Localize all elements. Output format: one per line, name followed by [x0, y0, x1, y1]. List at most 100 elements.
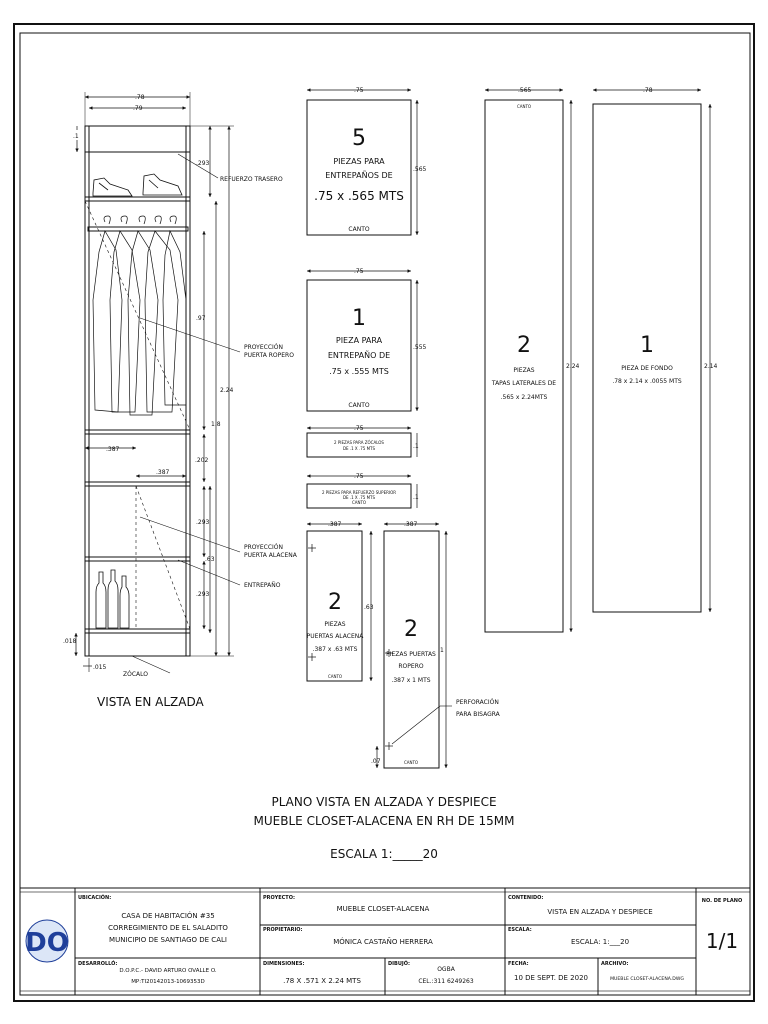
caption-scale: ESCALA 1:_____20 — [330, 847, 438, 861]
dim-hanging: .97 — [196, 315, 206, 322]
dim-top-inner: .79 — [133, 105, 143, 112]
door-ropero-line2: ROPERO — [398, 663, 423, 670]
label-perforacion-1: PERFORACIÓN — [456, 699, 499, 706]
ubicacion-line2: CORREGIMIENTO DE EL SALADITO — [108, 924, 228, 932]
desarrollo-line2: MP:TI20142013-1069353D — [131, 979, 205, 985]
dim-lower-3: .293 — [196, 591, 210, 598]
escala-label: ESCALA: — [508, 927, 532, 933]
side-line3: .565 x 2.24MTS — [501, 394, 548, 401]
side-canto: CANTO — [517, 104, 531, 109]
strip1-dim-w: .75 — [354, 425, 364, 432]
side-line2: TAPAS LATERALES DE — [491, 380, 556, 387]
door-alacena-line2: PUERTAS ALACENA — [307, 633, 365, 640]
door-ropero-dim-hinge: .07 — [371, 758, 381, 765]
dim-202: .202 — [195, 457, 209, 464]
shelf5-canto: CANTO — [348, 226, 369, 233]
shelf5-qty: 5 — [352, 126, 366, 151]
door-ropero-qty: 2 — [404, 617, 418, 642]
archivo-label: ARCHIVO: — [601, 961, 628, 967]
label-proy-ropero-1: PROYECCIÓN — [244, 344, 283, 351]
desarrollo-label: DESARROLLÓ: — [78, 960, 117, 967]
back-dim-h: 2.14 — [704, 363, 718, 370]
shoe-icon — [92, 177, 133, 197]
proyecto-value: MUEBLE CLOSET-ALACENA — [337, 905, 430, 913]
piece-strip1 — [306, 432, 412, 458]
ubicacion-line1: CASA DE HABITACIÓN #35 — [121, 911, 214, 920]
outer-border — [13, 23, 755, 1002]
propietario-label: PROPIETARIO: — [263, 927, 303, 933]
propietario-value: MÓNICA CASTAÑO HERRERA — [333, 937, 433, 946]
shelf5-line3: .75 x .565 MTS — [314, 189, 404, 203]
piece-strip2 — [306, 483, 412, 509]
caption-line2: MUEBLE CLOSET-ALACENA EN RH DE 15MM — [254, 814, 515, 828]
dim-top-outer: .78 — [135, 94, 145, 101]
door-alacena-line3: .387 x .63 MTS — [313, 646, 358, 653]
back-line2: .78 x 2.14 x .0055 MTS — [612, 378, 682, 385]
strip1-line1: 2 PIEZAS PARA ZÓCALOS — [334, 440, 384, 445]
elevation-title: VISTA EN ALZADA — [97, 695, 205, 709]
strip2-line3: CANTO — [352, 500, 366, 505]
caption-line1: PLANO VISTA EN ALZADA Y DESPIECE — [271, 795, 496, 809]
door-alacena-dim-w: .387 — [328, 521, 342, 528]
label-proy-ropero-2: PUERTA ROPERO — [244, 352, 294, 359]
dimensiones-value: .78 X .571 X 2.24 MTS — [283, 977, 361, 985]
piece-shelf5 — [306, 99, 412, 236]
dim-lower-2: .63 — [205, 556, 215, 563]
strip2-line1: 2 PIEZAS PARA REFUERZO SUPERIOR — [322, 490, 396, 495]
contenido-label: CONTENIDO: — [508, 895, 543, 901]
fecha-value: 10 DE SEPT. DE 2020 — [514, 974, 588, 982]
dibujo-line1: OGBA — [437, 966, 455, 973]
door-ropero-dim-h: 1 — [440, 647, 444, 654]
piece-shelf1 — [306, 279, 412, 412]
label-entrepano: ENTREPAÑO — [244, 582, 281, 589]
door-ropero-canto: CANTO — [404, 760, 418, 765]
dibujo-line2: CEL.:311 6249263 — [418, 978, 474, 985]
title-block-text: UBICACIÓN: CASA DE HABITACIÓN #35 CORREG… — [78, 894, 742, 985]
label-proy-alacena-1: PROYECCIÓN — [244, 544, 283, 551]
side-dim-h: 2.24 — [566, 363, 580, 370]
dim-height-1-8: 1.8 — [211, 421, 221, 428]
door-ropero-line3: .387 x 1 MTS — [391, 677, 430, 684]
shelf5-line2: ENTREPAÑOS DE — [325, 170, 392, 180]
shoe-icon — [142, 173, 183, 196]
bottles-icon — [95, 569, 130, 629]
logo-text: DO — [25, 928, 69, 958]
strip2-line2: DE .1 X .75 MTS — [343, 495, 376, 500]
pieces — [306, 88, 712, 769]
proyecto-label: PROYECTO: — [263, 895, 295, 901]
plano-value: 1/1 — [706, 929, 738, 953]
title-block — [19, 887, 751, 996]
door-alacena-qty: 2 — [328, 590, 342, 615]
dim-upper-shelf: .293 — [196, 160, 210, 167]
dimensiones-label: DIMENSIONES: — [263, 961, 305, 967]
label-refuerzo: REFUERZO TRASERO — [220, 176, 283, 183]
dim-387-left: .387 — [106, 446, 120, 453]
shelf1-line1: PIEZA PARA — [336, 336, 383, 345]
label-perforacion-2: PARA BISAGRA — [456, 711, 501, 718]
strip1-dim-h: .1 — [413, 443, 419, 450]
side-qty: 2 — [517, 333, 531, 358]
strip2-dim-w: .75 — [354, 473, 364, 480]
dim-base-015: .015 — [93, 664, 107, 671]
back-dim-w: .78 — [643, 87, 653, 94]
fecha-label: FECHA: — [508, 961, 529, 967]
shelf5-dim-w: .75 — [354, 87, 364, 94]
dim-387-right: .387 — [156, 469, 170, 476]
shelf1-qty: 1 — [352, 306, 366, 331]
shelf5-line1: PIEZAS PARA — [333, 157, 385, 166]
archivo-value: MUEBLE CLOSET-ALACENA.DWG — [610, 976, 684, 982]
ubicacion-line3: MUNICIPIO DE SANTIAGO DE CALI — [109, 936, 227, 944]
back-line1: PIEZA DE FONDO — [621, 365, 673, 372]
door-ropero-dim-w: .387 — [404, 521, 418, 528]
shelf1-dim-w: .75 — [354, 268, 364, 275]
back-qty: 1 — [640, 333, 654, 358]
dim-top-offset: .1 — [73, 133, 79, 140]
piece-door-alacena — [306, 530, 363, 682]
dim-lower-1: .293 — [196, 519, 210, 526]
shelf1-canto: CANTO — [348, 402, 369, 409]
company-logo: DO — [25, 919, 69, 963]
elevation-labels: .78 .79 .1 .293 .97 2.24 1.8 .202 .387 .… — [63, 94, 298, 709]
elevation-view — [74, 92, 241, 674]
piece-back — [592, 103, 702, 613]
